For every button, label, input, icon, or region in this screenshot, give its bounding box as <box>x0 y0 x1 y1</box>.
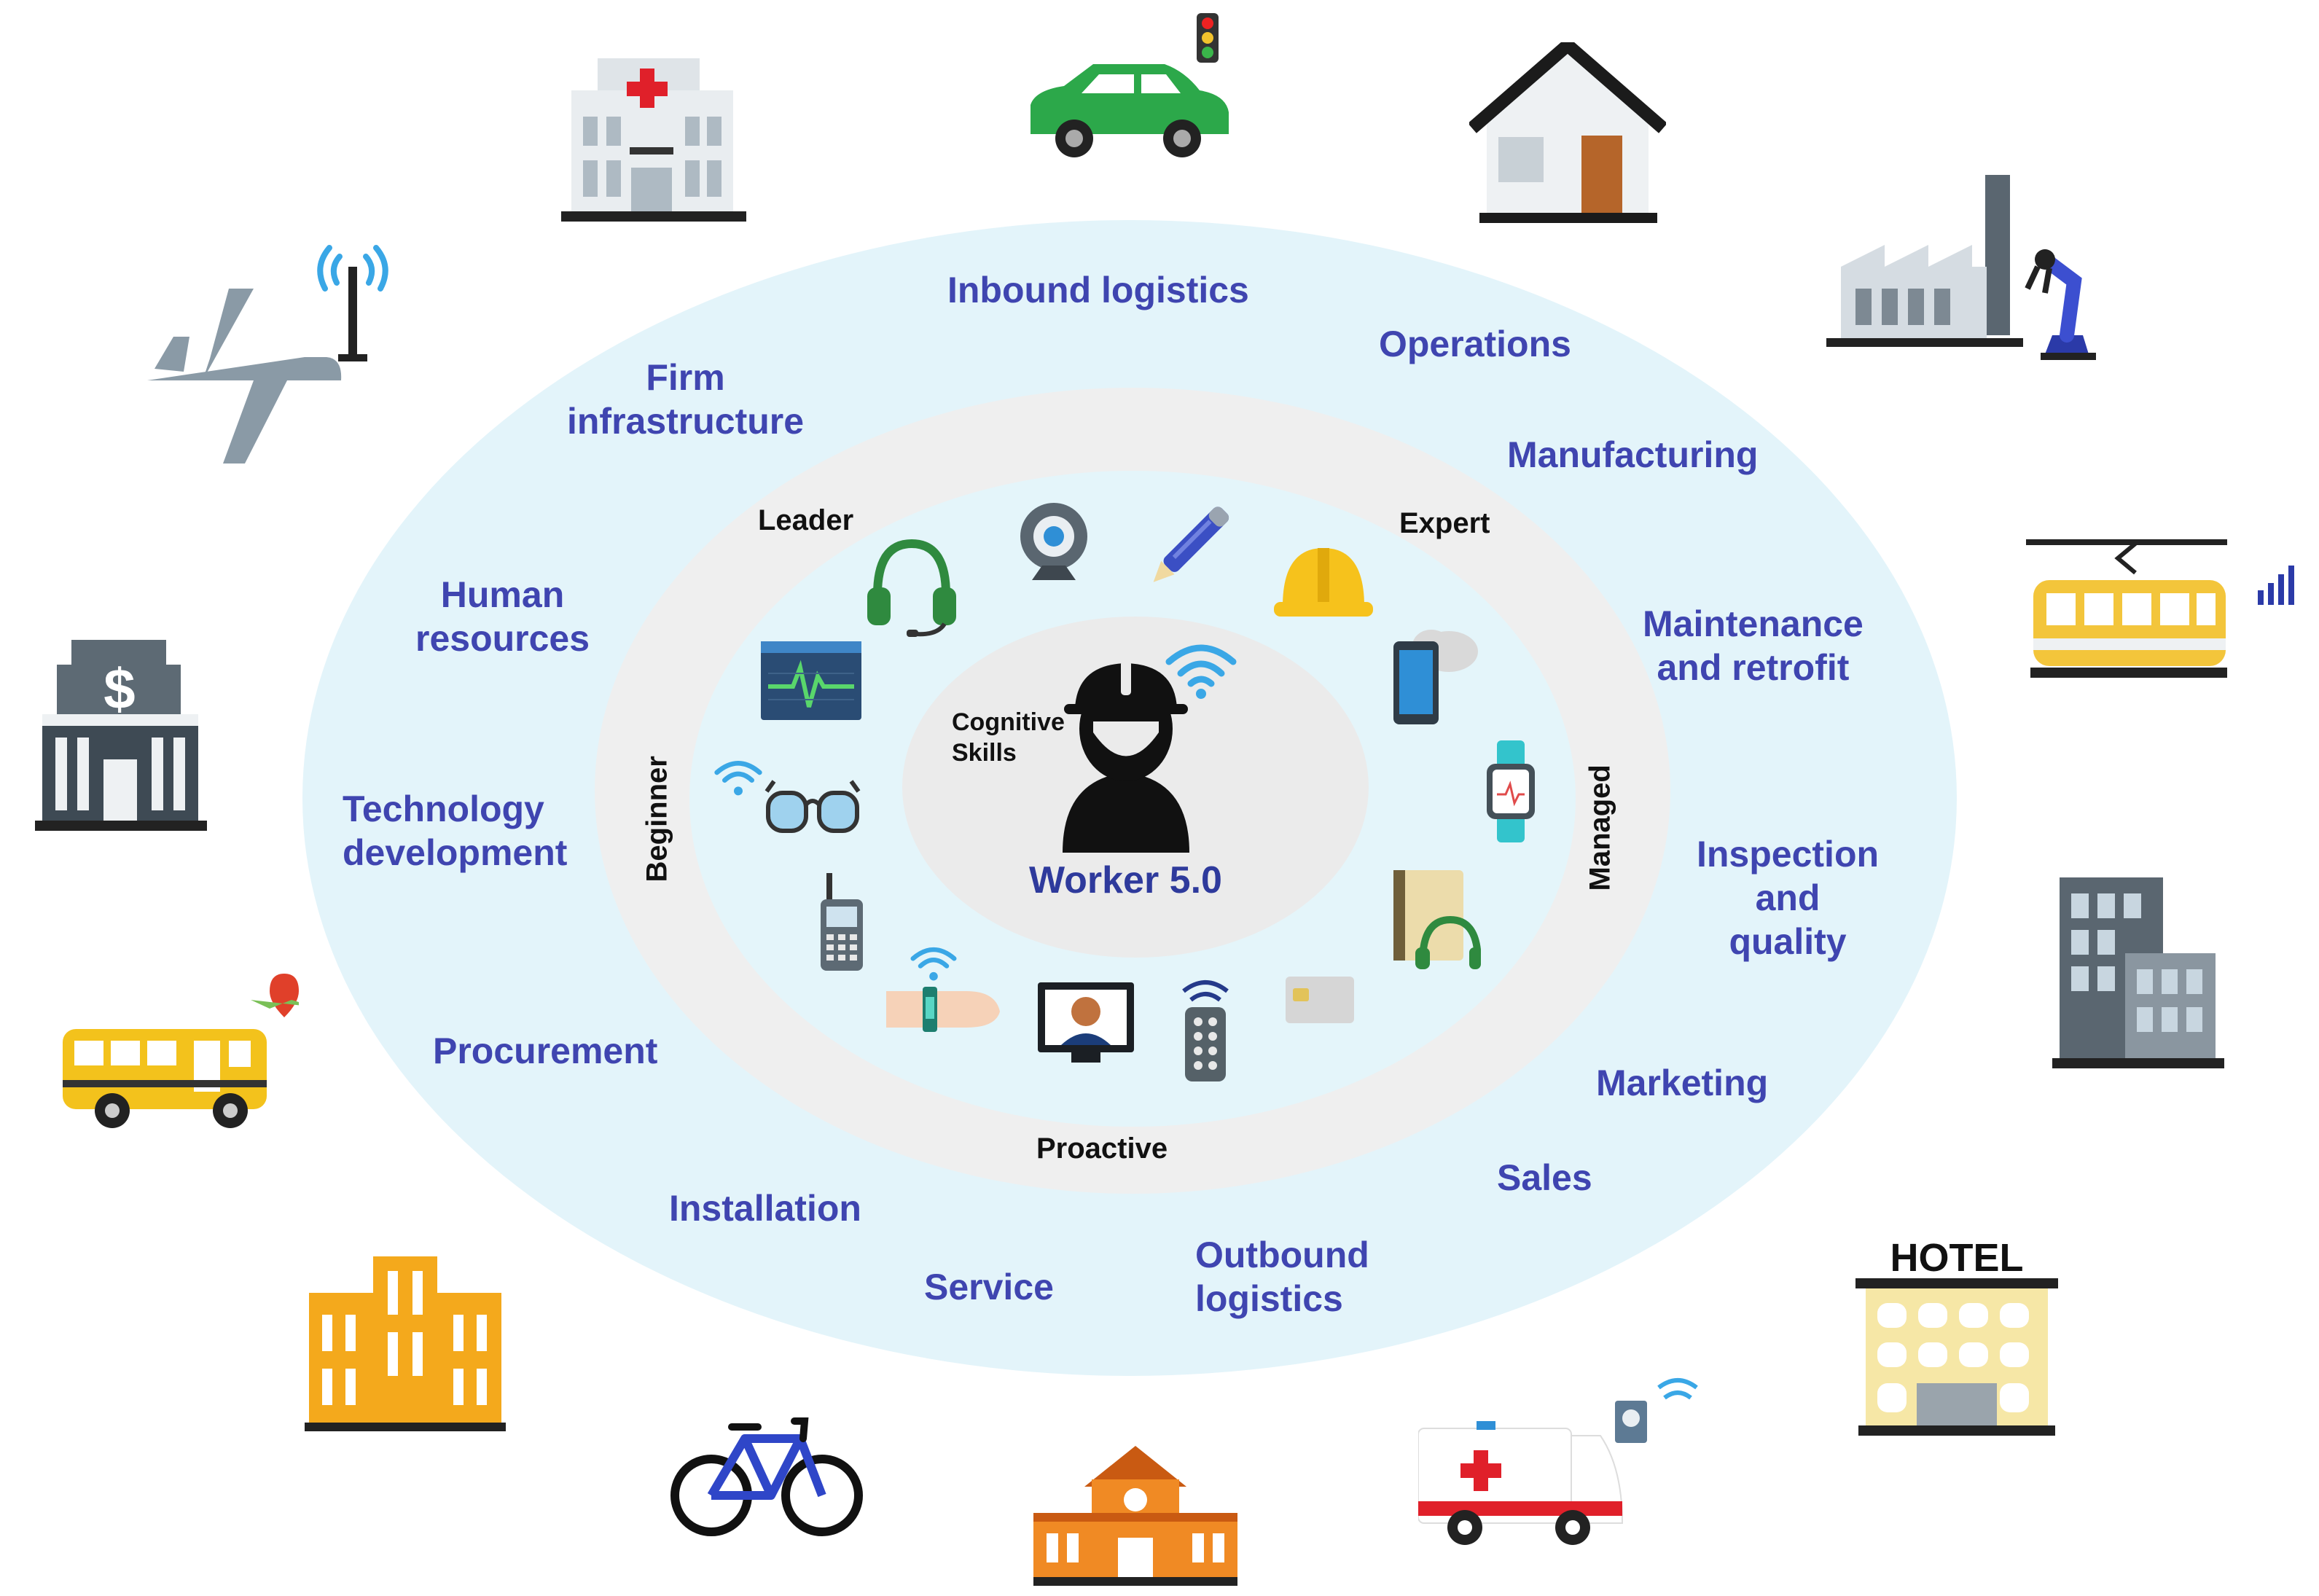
level-managed: Managed <box>1584 764 1616 891</box>
car-traffic-light-icon <box>1031 13 1229 157</box>
wrist-band-icon <box>886 987 1000 1032</box>
smart-card-icon <box>1286 977 1354 1023</box>
smartphone-cloud-icon <box>1393 630 1478 724</box>
headset-icon <box>867 539 956 637</box>
hospital-icon <box>561 58 746 222</box>
hotel-icon: HOTEL <box>1855 1236 2058 1436</box>
airplane-antenna-icon <box>147 245 388 463</box>
remote-control-icon <box>1182 980 1229 1081</box>
label-operations: Operations <box>1379 324 1571 364</box>
worker-title: Worker 5.0 <box>1029 859 1222 901</box>
tram-icon <box>2026 539 2294 678</box>
wifi-icon <box>714 761 762 796</box>
stylus-pen-icon <box>1153 506 1229 582</box>
label-installation: Installation <box>669 1188 861 1229</box>
webcam-icon <box>1020 503 1087 580</box>
label-procurement: Procurement <box>433 1030 658 1071</box>
video-call-icon <box>1038 982 1134 1063</box>
smart-glasses-icon <box>764 780 861 833</box>
label-manufacturing: Manufacturing <box>1507 434 1759 475</box>
label-marketing: Marketing <box>1596 1063 1769 1103</box>
bicycle-icon <box>670 1417 863 1536</box>
label-service: Service <box>924 1267 1054 1307</box>
hotel-sign: HOTEL <box>1890 1236 2024 1280</box>
smartwatch-icon <box>1487 740 1535 842</box>
factory-robot-arm-icon <box>1826 175 2096 360</box>
wifi-icon <box>1165 644 1237 699</box>
bank-icon: $ <box>35 640 207 831</box>
heart-monitor-icon <box>761 641 861 720</box>
label-sales: Sales <box>1497 1157 1592 1198</box>
level-proactive: Proactive <box>1036 1133 1168 1165</box>
ambulance-icon <box>1418 1378 1698 1545</box>
level-leader: Leader <box>758 504 854 536</box>
office-building-icon <box>2052 877 2224 1068</box>
svg-text:$: $ <box>103 657 135 721</box>
label-inbound-logistics: Inbound logistics <box>947 270 1249 310</box>
house-icon <box>1469 42 1666 223</box>
apartment-building-icon <box>305 1256 506 1431</box>
school-bus-icon <box>63 974 299 1128</box>
wifi-icon <box>910 947 957 981</box>
audiobook-icon <box>1393 870 1481 969</box>
level-expert: Expert <box>1399 507 1490 539</box>
worker-avatar-icon <box>1063 660 1189 853</box>
level-beginner: Beginner <box>641 756 673 883</box>
school-icon <box>1033 1446 1237 1586</box>
hard-hat-icon <box>1274 548 1373 617</box>
walkie-talkie-icon <box>821 873 863 971</box>
